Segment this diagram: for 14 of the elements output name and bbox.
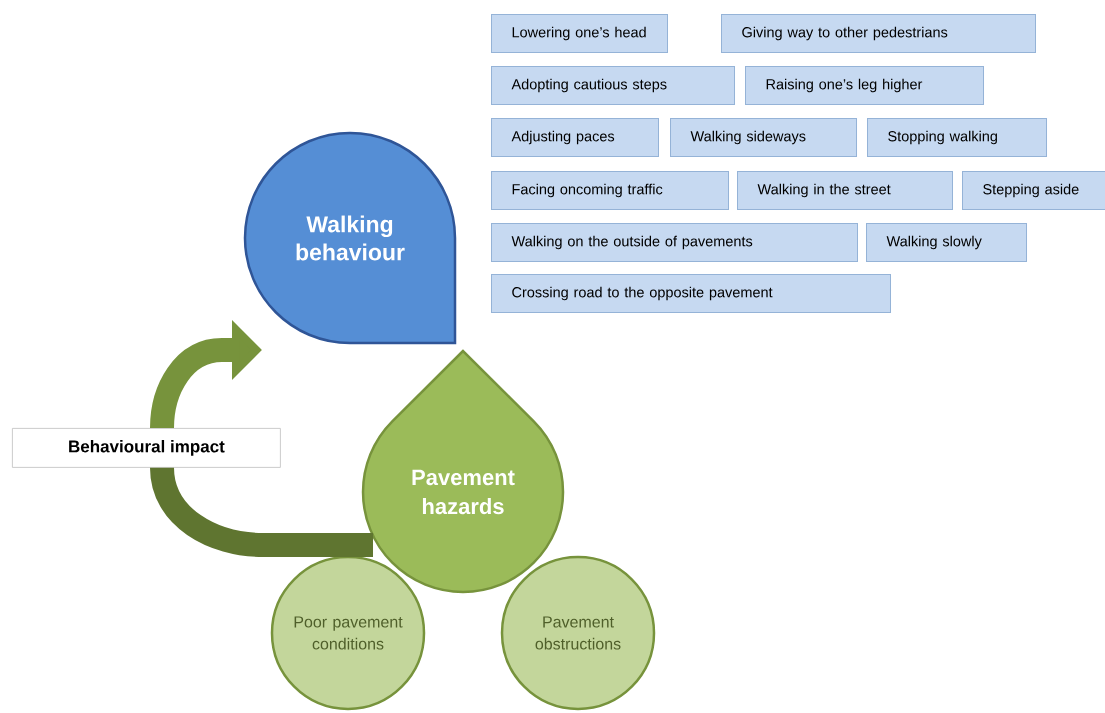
tag-box: Crossing road to the opposite pavement (491, 274, 891, 313)
tag-box: Walking in the street (737, 171, 953, 210)
tag-box: Stepping aside (962, 171, 1105, 210)
tag-box: Walking sideways (670, 118, 857, 157)
tag-box: Walking slowly (866, 223, 1027, 262)
tag-box: Facing oncoming traffic (491, 171, 729, 210)
tag-box: Adjusting paces (491, 118, 659, 157)
tag-box: Walking on the outside of pavements (491, 223, 858, 262)
tag-box: Adopting cautious steps (491, 66, 735, 105)
tag-box: Raising one’s leg higher (745, 66, 984, 105)
tag-box: Giving way to other pedestrians (721, 14, 1036, 53)
label-box: Behavioural impact (12, 428, 281, 468)
tag-box: Stopping walking (867, 118, 1047, 157)
tag-box: Lowering one’s head (491, 14, 668, 53)
